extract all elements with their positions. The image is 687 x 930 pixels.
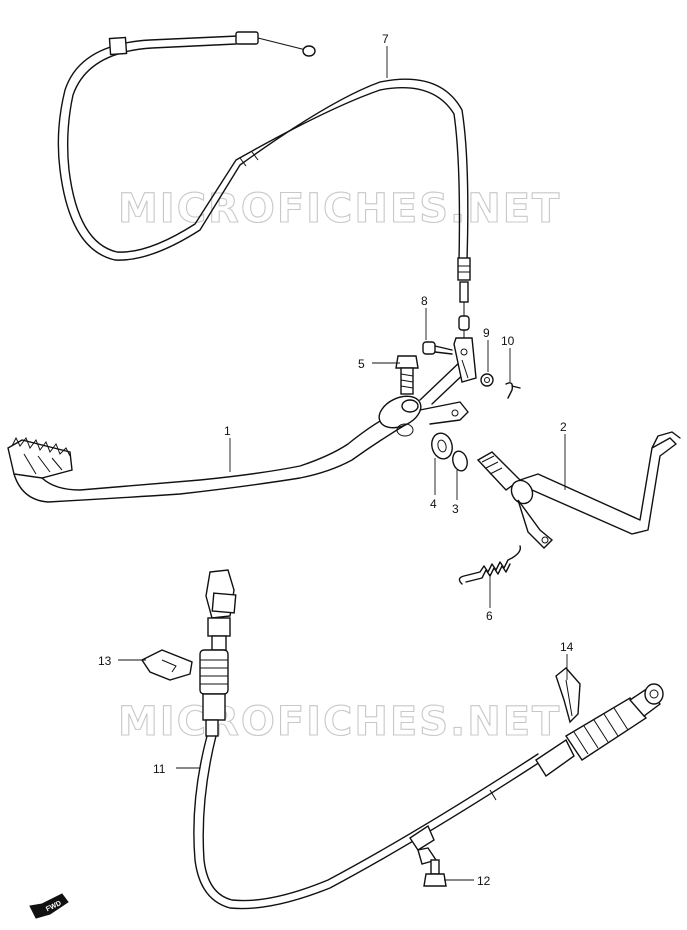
brake-shaft [476, 431, 681, 549]
brake-pedal [7, 359, 471, 503]
callout-12: 12 [477, 874, 491, 888]
callout-labels: 1 2 3 4 5 6 7 8 9 10 11 12 13 14 [98, 32, 574, 888]
cable-clevis [453, 337, 477, 383]
callout-2: 2 [560, 420, 567, 434]
callout-11: 11 [153, 762, 166, 776]
parking-brake-cable [193, 569, 664, 910]
callout-13: 13 [98, 654, 112, 668]
callout-1: 1 [224, 424, 231, 438]
callout-5: 5 [358, 357, 365, 371]
callout-6: 6 [486, 609, 493, 623]
cotter-pin [505, 382, 521, 399]
callout-3: 3 [452, 502, 459, 516]
watermark-top: MICROFICHES.NET [118, 186, 561, 232]
rear-brake-cable-upper [57, 31, 471, 342]
return-spring [458, 545, 522, 585]
callout-4: 4 [430, 497, 437, 511]
callout-leaders [118, 46, 568, 881]
retainer-clip [555, 667, 581, 724]
callout-14: 14 [560, 640, 574, 654]
pivot-bolt [395, 355, 419, 395]
dust-seal [431, 432, 453, 460]
callout-10: 10 [501, 334, 515, 348]
cable-clip [140, 649, 193, 681]
clevis-pin [422, 341, 453, 355]
callout-9: 9 [483, 326, 490, 340]
watermark-bottom: MICROFICHES.NET [118, 699, 561, 745]
forward-arrow-icon: FWD [29, 893, 69, 919]
clamp-bolt [423, 859, 447, 887]
washer [480, 373, 494, 387]
callout-7: 7 [382, 32, 389, 46]
callout-8: 8 [421, 294, 428, 308]
o-ring [452, 450, 468, 472]
